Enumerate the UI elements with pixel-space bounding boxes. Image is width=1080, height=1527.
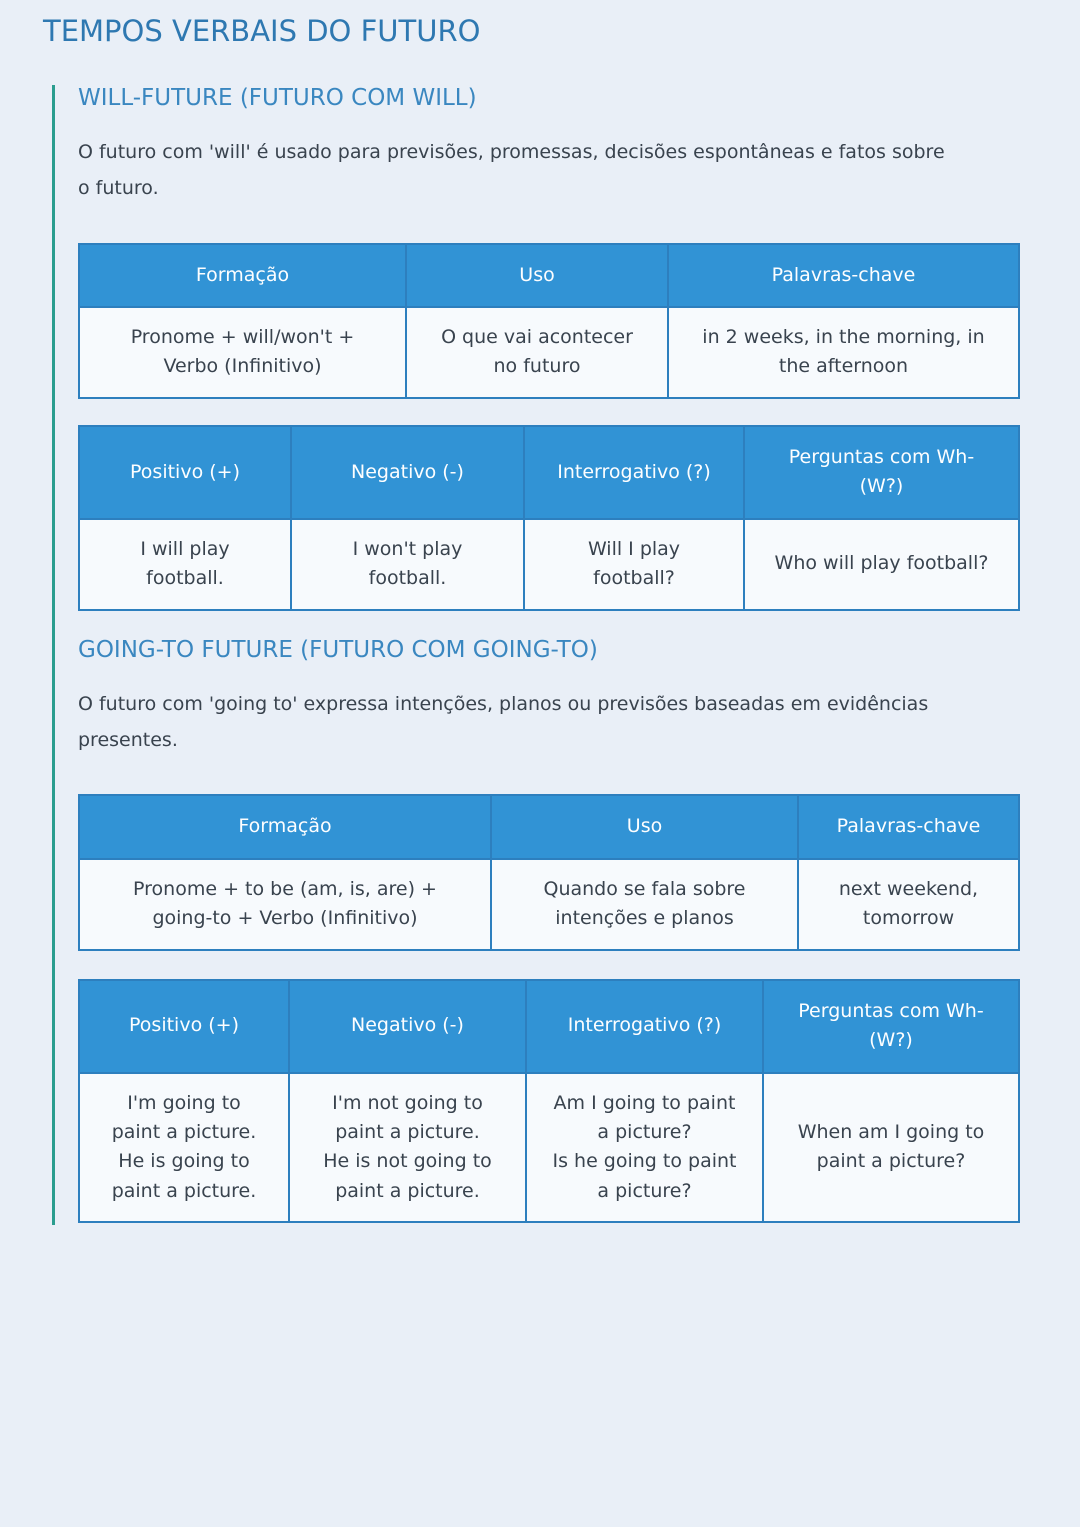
column-header-negativo: Negativo (-) xyxy=(290,424,525,520)
table-row: Pronome + to be (am, is, are) + going-to… xyxy=(78,857,1020,951)
cell-palavras-chave: in 2 weeks, in the morning, in the after… xyxy=(667,306,1020,399)
column-header-palavras-chave: Palavras-chave xyxy=(667,242,1020,309)
table-row: I will play football. I won't play footb… xyxy=(78,517,1020,611)
table-row: Pronome + will/won't + Verbo (Infinitivo… xyxy=(78,306,1020,399)
table-header-row: Positivo (+) Negativo (-) Interrogativo … xyxy=(78,424,1020,520)
cell-formacao: Pronome + will/won't + Verbo (Infinitivo… xyxy=(78,306,407,399)
cell-perguntas-wh: When am I going to paint a picture? xyxy=(762,1071,1020,1224)
page-title: TEMPOS VERBAIS DO FUTURO xyxy=(43,14,481,48)
cell-perguntas-wh: Who will play football? xyxy=(743,517,1020,611)
study-notes-page: TEMPOS VERBAIS DO FUTURO WILL-FUTURE (FU… xyxy=(43,14,1020,1226)
cell-positivo: I will play football. xyxy=(78,517,292,611)
going-to-forms-table: Positivo (+) Negativo (-) Interrogativo … xyxy=(78,978,1020,1224)
column-header-positivo: Positivo (+) xyxy=(78,424,292,520)
cell-negativo: I won't play football. xyxy=(290,517,525,611)
cell-palavras-chave: next weekend, tomorrow xyxy=(797,857,1020,951)
cell-negativo: I'm not going to paint a picture. He is … xyxy=(288,1071,527,1224)
table-header-row: Positivo (+) Negativo (-) Interrogativo … xyxy=(78,978,1020,1074)
section-heading-will-future: WILL-FUTURE (FUTURO COM WILL) xyxy=(78,84,477,111)
content-block-with-teal-accent: WILL-FUTURE (FUTURO COM WILL) O futuro c… xyxy=(52,84,1020,1226)
column-header-palavras-chave: Palavras-chave xyxy=(797,794,1020,860)
cell-uso: Quando se fala sobre intenções e planos xyxy=(490,857,799,951)
cell-uso: O que vai acontecer no futuro xyxy=(405,306,669,399)
cell-interrogativo: Am I going to paint a picture? Is he goi… xyxy=(525,1071,764,1224)
table-row: I'm going to paint a picture. He is goin… xyxy=(78,1071,1020,1224)
cell-positivo: I'm going to paint a picture. He is goin… xyxy=(78,1071,290,1224)
column-header-positivo: Positivo (+) xyxy=(78,978,290,1074)
cell-interrogativo: Will I play football? xyxy=(523,517,745,611)
column-header-uso: Uso xyxy=(405,242,669,309)
column-header-perguntas-wh: Perguntas com Wh- (W?) xyxy=(743,424,1020,520)
column-header-interrogativo: Interrogativo (?) xyxy=(523,424,745,520)
column-header-formacao: Formação xyxy=(78,794,492,860)
cell-formacao: Pronome + to be (am, is, are) + going-to… xyxy=(78,857,492,951)
column-header-perguntas-wh: Perguntas com Wh- (W?) xyxy=(762,978,1020,1074)
going-to-formation-table: Formação Uso Palavras-chave Pronome + to… xyxy=(78,794,1020,951)
column-header-interrogativo: Interrogativo (?) xyxy=(525,978,764,1074)
section-description-will-future: O futuro com 'will' é usado para previsõ… xyxy=(78,141,945,200)
column-header-formacao: Formação xyxy=(78,242,407,309)
section-heading-going-to-future: GOING-TO FUTURE (FUTURO COM GOING-TO) xyxy=(78,636,598,663)
column-header-negativo: Negativo (-) xyxy=(288,978,527,1074)
will-future-forms-table: Positivo (+) Negativo (-) Interrogativo … xyxy=(78,424,1020,611)
section-description-going-to-future: O futuro com 'going to' expressa intençõ… xyxy=(78,693,929,752)
table-header-row: Formação Uso Palavras-chave xyxy=(78,242,1020,309)
column-header-uso: Uso xyxy=(490,794,799,860)
will-future-formation-table: Formação Uso Palavras-chave Pronome + wi… xyxy=(78,242,1020,399)
table-header-row: Formação Uso Palavras-chave xyxy=(78,794,1020,860)
